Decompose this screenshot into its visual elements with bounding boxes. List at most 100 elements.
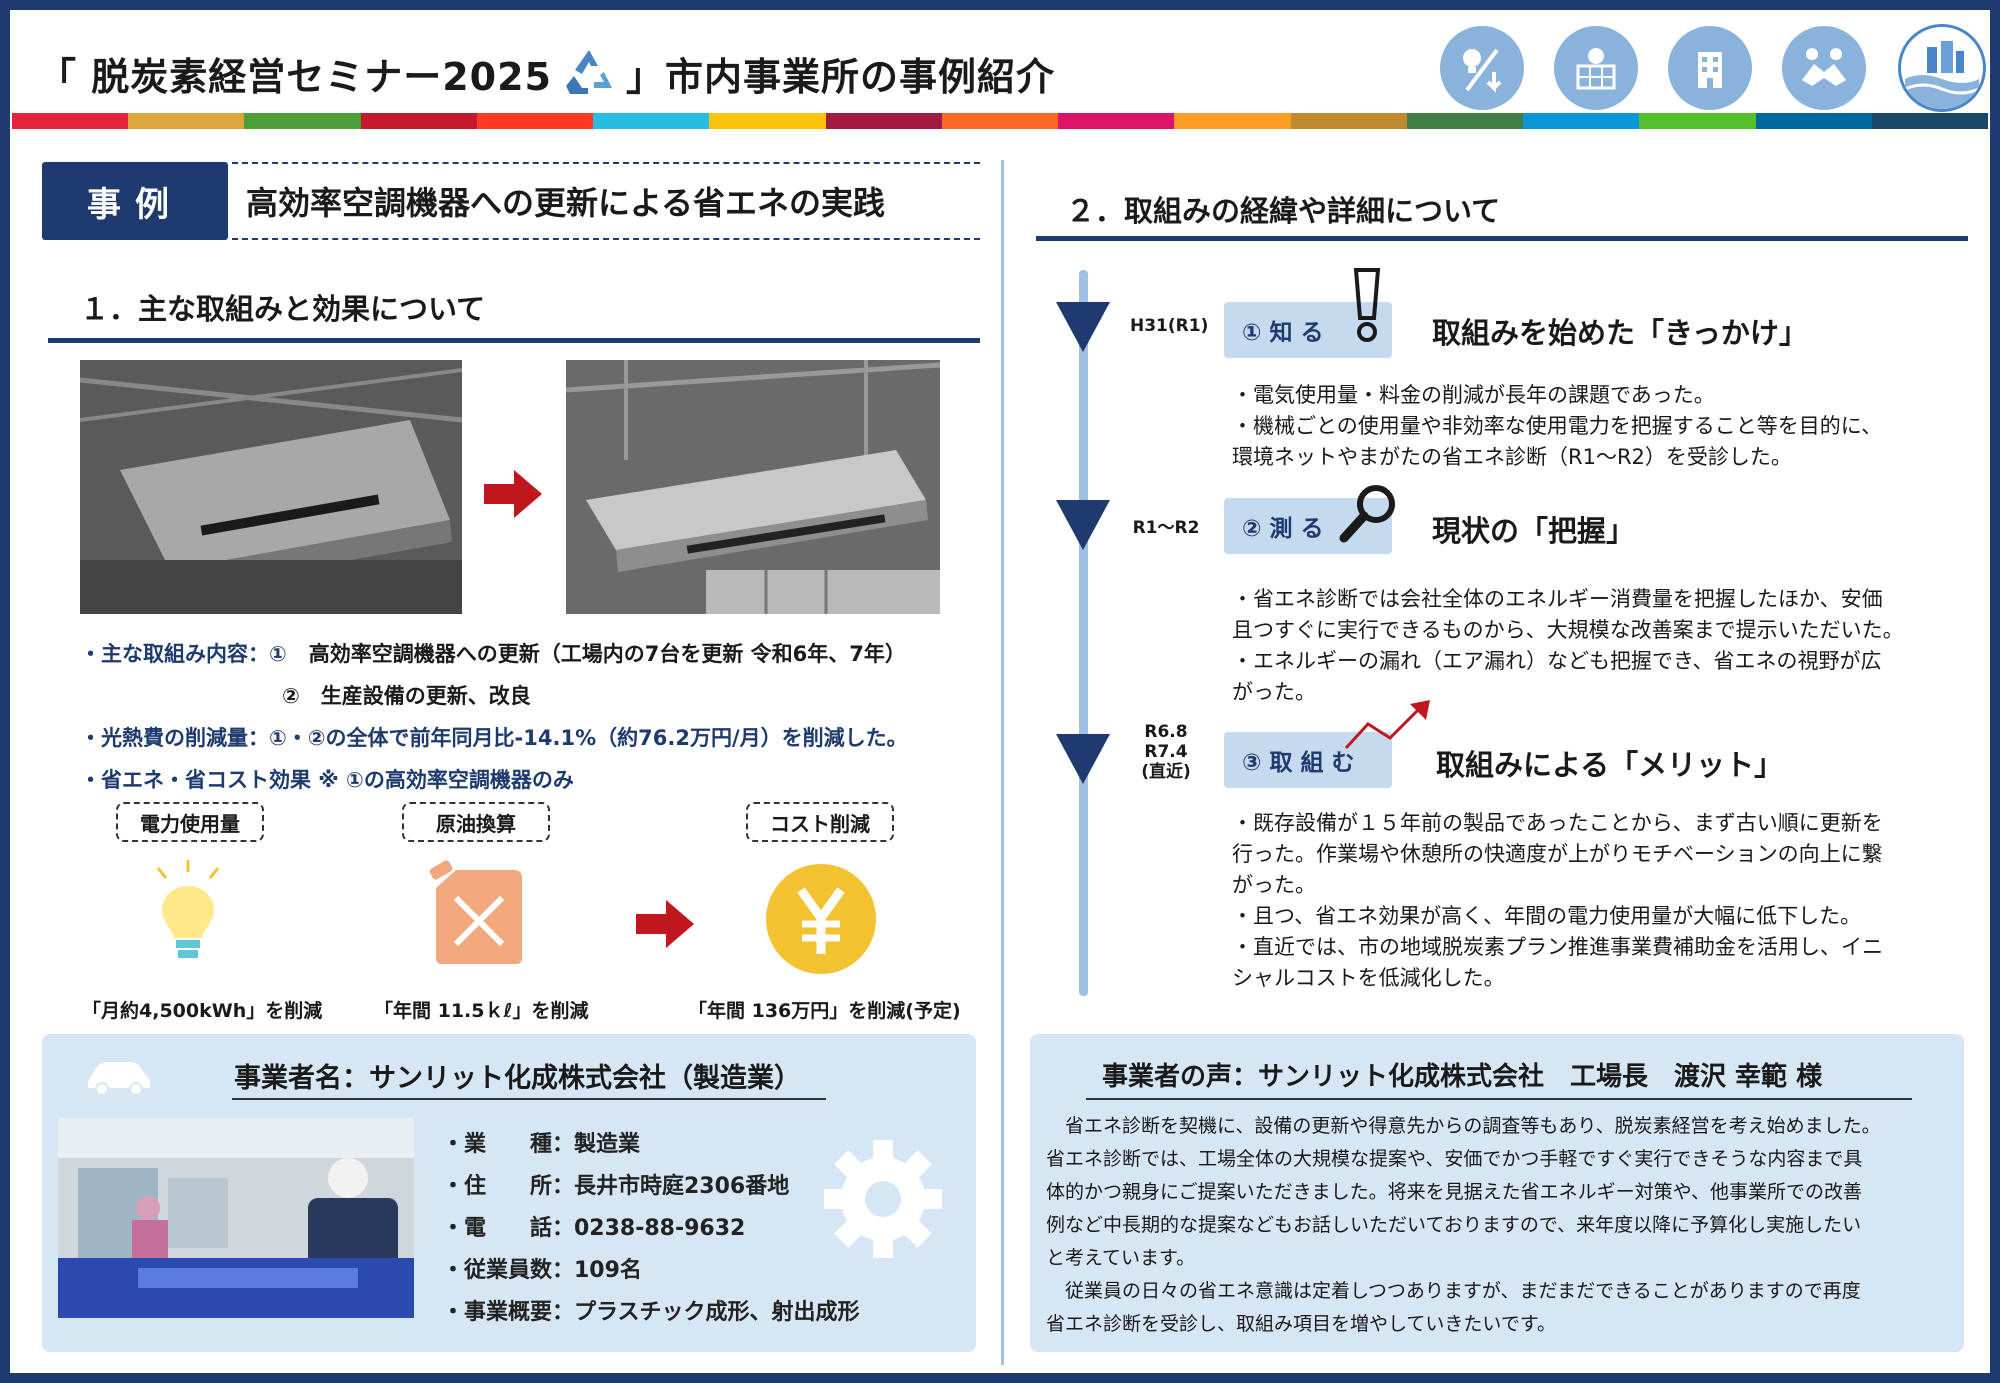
sdg-color-segment [360,113,477,129]
section2-heading: ２．取組みの経緯や詳細について [1066,194,1501,228]
sdg-color-segment [1406,113,1524,129]
step3-date: R6.8 R7.4 (直近) [1130,722,1202,782]
voice-title: 事業者の声：サンリット化成株式会社 工場長 渡沢 幸範 様 [1102,1062,1823,1092]
step3-body-line: ・既存設備が１５年前の製品であったことから、まず古い順に更新を [1232,811,1883,835]
car-icon [84,1056,154,1100]
section1-heading: １．主な取組みと効果について [80,292,486,326]
magnifier-icon [1338,482,1400,548]
sdg-color-segment [1174,113,1291,129]
photo-new-aircon [566,360,940,614]
step1-body-line: ・電気使用量・料金の削減が長年の課題であった。 [1232,383,1715,407]
recycle-icon [560,44,618,102]
sdg-color-segment [941,113,1059,129]
step3-marker [1056,734,1110,784]
step2-body-line: 且つすぐに実行できるものから、大規模な改善案まで提示いただいた。 [1232,618,1904,642]
section2-underline [1036,236,1968,241]
effect-label-oil: 原油換算 [402,802,550,842]
step1-title: 取組みを始めた「きっかけ」 [1432,316,1808,350]
step1-label: ① 知 る [1224,302,1392,358]
step3-date-line: R7.4 [1144,742,1188,762]
trend-up-icon [1344,700,1434,760]
timeline-bar [1079,270,1088,996]
factory-photo [58,1118,414,1318]
handshake-icon [1782,26,1866,110]
solar-panel-icon [1554,26,1638,110]
voice-line: 体的かつ親身にご提案いただきました。将来を見据えた省エネルギー対策や、他事業所で… [1046,1181,1863,1203]
step3-label: ③ 取 組 む [1224,732,1392,788]
effect-caption-electricity: 「月約4,500kWh」を削減 [82,1000,323,1022]
arrow-right-icon-2 [636,900,694,952]
effect-caption-cost: 「年間 136万円」を削減(予定) [688,1000,961,1022]
section1-underline [48,338,980,343]
sdg-color-segment [1871,113,1988,129]
company-panel: 事業者名：サンリット化成株式会社（製造業） ・業 種：製造業 ・住 所：長井市時… [42,1034,976,1352]
step3-body-line: ・且つ、省エネ効果が高く、年間の電力使用量が大幅に低下した。 [1232,904,1862,928]
case-tag: 事例 [42,162,228,240]
step2-body-line: がった。 [1232,680,1316,704]
energy-saving-icon [1440,26,1524,110]
company-business: ・事業概要：プラスチック成形、射出成形 [442,1300,860,1325]
company-name: 事業者名：サンリット化成株式会社（製造業） [234,1063,801,1094]
effect-caption-oil: 「年間 11.5ｋℓ」を削減 [374,1000,589,1022]
step3-date-line: (直近) [1141,762,1191,782]
step1-body: ・電気使用量・料金の削減が長年の課題であった。 ・機械ごとの使用量や非効率な使用… [1232,380,1962,473]
company-phone: ・電 話：0238-88-9632 [442,1216,746,1241]
sdg-color-segment [1523,113,1640,129]
sdg-color-segment [1755,113,1872,129]
step3-body-line: シャルコストを低減化した。 [1232,966,1505,990]
yen-coin-icon [764,862,878,980]
step3-title: 取組みによる「メリット」 [1436,748,1784,782]
step3-date-line: R6.8 [1144,722,1188,742]
voice-line: 例など中長期的な提案などもお話しいただいておりますので、来年度以降に予算化し実施… [1046,1214,1862,1236]
voice-line: と考えています。 [1046,1247,1196,1269]
sdg-color-segment [825,113,942,129]
gear-icon [822,1138,944,1264]
sdg-color-segment [1290,113,1407,129]
sdg-color-segment [593,113,710,129]
step1-body-line: ・機械ごとの使用量や非効率な使用電力を把握すること等を目的に、 [1232,414,1883,438]
step2-title: 現状の「把握」 [1432,514,1636,548]
step1-body-line: 環境ネットやまがたの省エネ診断（R1～R2）を受診した。 [1232,445,1792,469]
title-part-2: 」市内事業所の事例紹介 [626,54,1056,99]
bullet-cost-reduction: ・光熱費の削減量：①・②の全体で前年同月比-14.1%（約76.2万円/月）を削… [80,726,908,750]
sdg-color-segment [128,113,245,129]
company-name-underline [232,1098,826,1100]
fuel-can-icon [426,858,526,972]
step1-date: H31(R1) [1130,316,1209,336]
bullet-main-actions: ・主な取組み内容：① 高効率空調機器への更新（工場内の7台を更新 令和6年、7年… [80,642,906,666]
voice-line: 省エネ診断を契機に、設備の更新や得意先からの調査等もあり、脱炭素経営を考え始めま… [1046,1115,1881,1137]
building-icon [1668,26,1752,110]
step2-body-line: ・エネルギーの漏れ（エア漏れ）なども把握でき、省エネの視野が広 [1232,649,1882,673]
step2-body-line: ・省エネ診断では会社全体のエネルギー消費量を把握したほか、安価 [1232,587,1883,611]
case-title: 高効率空調機器への更新による省エネの実践 [232,162,980,240]
step2-label: ② 測 る [1224,498,1392,554]
step2-date: R1～R2 [1132,518,1200,538]
sdg-color-bar [12,113,1988,129]
company-employees: ・従業員数：109名 [442,1258,642,1283]
step3-body-line: 行った。作業場や休憩所の快適度が上がりモチベーションの向上に繋 [1232,842,1883,866]
voice-body: 省エネ診断を契機に、設備の更新や得意先からの調査等もあり、脱炭素経営を考え始めま… [1046,1110,1954,1341]
exclamation-icon [1350,268,1384,348]
sdg-color-segment [244,113,361,129]
step1-marker [1056,302,1110,352]
light-bulb-icon [148,858,228,972]
step3-body-line: ・直近では、市の地域脱炭素プラン推進事業費補助金を活用し、イニ [1232,935,1883,959]
step2-body: ・省エネ診断では会社全体のエネルギー消費量を把握したほか、安価 且つすぐに実行で… [1232,584,1972,708]
bullet-effects-note: ・省エネ・省コスト効果 ※ ①の高効率空調機器のみ [80,768,574,792]
title-part-1: 「 脱炭素経営セミナー2025 [38,54,552,99]
arrow-right-icon [484,470,542,522]
voice-line: 省エネ診断では、工場全体の大規模な提案や、安価でかつ手軽ですぐ実行できそうな内容… [1046,1148,1863,1170]
city-logo [1898,24,1986,112]
effect-label-electricity: 電力使用量 [116,802,264,842]
voice-panel: 事業者の声：サンリット化成株式会社 工場長 渡沢 幸範 様 省エネ診断を契機に、… [1030,1034,1964,1352]
photo-old-aircon [80,360,462,614]
voice-line: 従業員の日々の省エネ意識は定着しつつありますが、まだまだできることがありますので… [1046,1280,1861,1302]
sdg-color-segment [12,113,129,129]
voice-title-underline [1086,1098,1912,1100]
company-address: ・住 所：長井市時庭2306番地 [442,1174,790,1199]
column-divider [1001,160,1004,1365]
sdg-color-segment [476,113,594,129]
step2-marker [1056,500,1110,550]
sdg-color-segment [1058,113,1175,129]
